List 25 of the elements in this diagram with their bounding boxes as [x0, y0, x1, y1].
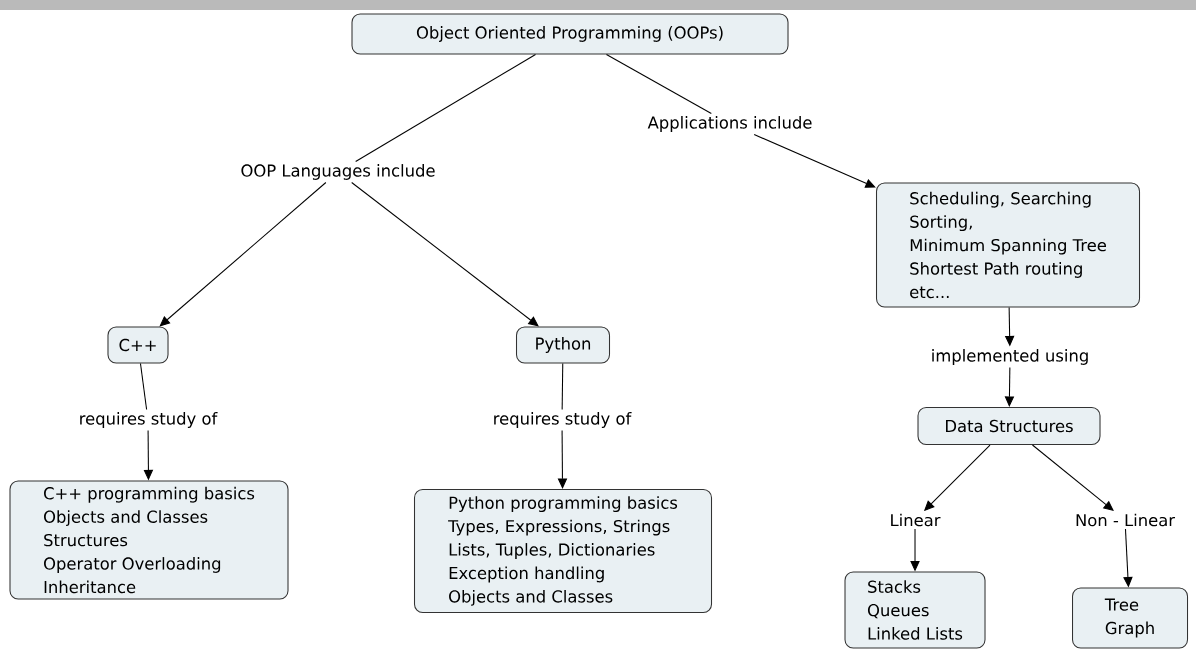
linking-phrase: requires study of	[490, 409, 634, 431]
concept-box: Stacks Queues Linked Lists	[844, 571, 986, 649]
connector-line	[561, 363, 564, 410]
linking-phrase: Non - Linear	[1072, 511, 1178, 529]
linking-phrase: requires study of	[76, 409, 220, 431]
connector-line	[355, 54, 537, 162]
concept-box: Python programming basics Types, Expressions, Strings Lists, Tuples, Dictionaries Exception handling Objects and Classes	[414, 489, 713, 614]
concept-box: Object Oriented Programming (OOPs)	[351, 13, 789, 55]
linking-phrase: OOP Languages include	[238, 161, 438, 183]
arrow	[1004, 367, 1015, 407]
linking-phrase: Linear	[887, 511, 943, 529]
concept-box: Data Structures	[917, 406, 1101, 446]
arrow	[159, 182, 327, 327]
arrow	[351, 182, 539, 327]
arrow	[557, 430, 568, 489]
arrow	[753, 134, 876, 188]
concept-box: Tree Graph	[1072, 587, 1189, 649]
concept-box: C++ programming basics Objects and Classes Structures Operator Overloading Inheritance	[9, 480, 289, 600]
connector-line	[605, 54, 712, 114]
concept-box: C++	[107, 326, 169, 364]
linking-phrase: Applications include	[645, 113, 815, 135]
linking-phrase: implemented using	[928, 346, 1092, 368]
concept-box: Scheduling, Searching Sorting, Minimum Spanning Tree Shortest Path routing etc...	[876, 182, 1141, 308]
concept-box: Python	[516, 326, 611, 364]
connector-line	[139, 363, 148, 410]
